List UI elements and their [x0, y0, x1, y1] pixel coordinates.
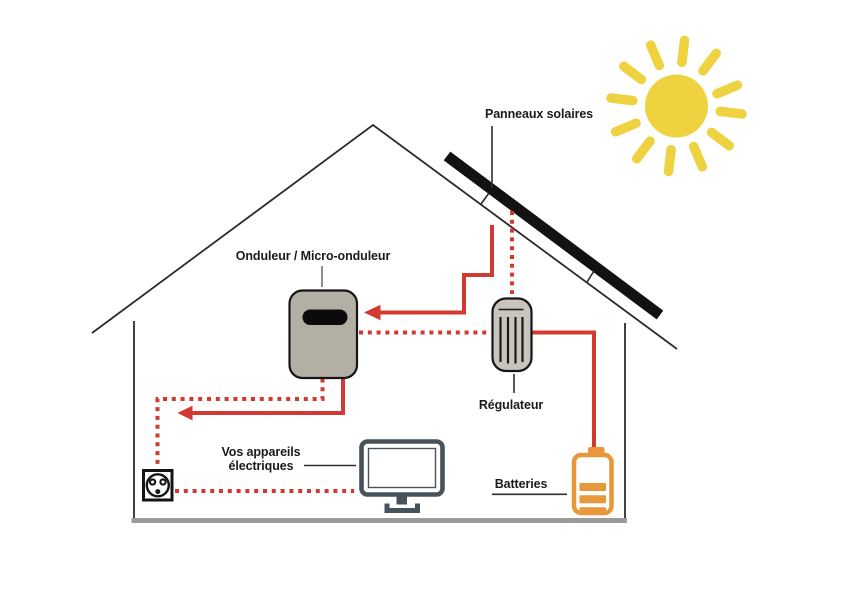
monitor-screen-inner [367, 447, 437, 489]
sun-rays [606, 35, 747, 177]
monitor-stand-neck [396, 494, 407, 505]
arrowhead-house-wiring [177, 405, 193, 421]
outlet-ground-pin [155, 489, 161, 495]
inverter-body [288, 289, 359, 380]
label-batteries: Batteries [494, 477, 548, 491]
battery-charge-bar [579, 495, 606, 504]
battery-icon [571, 447, 614, 516]
regulator-fins [499, 317, 524, 364]
solar-panel-icon [443, 151, 664, 320]
sun-icon [606, 35, 747, 177]
panel-mount-ticks [480, 192, 595, 283]
solar-panel-bar [443, 151, 664, 320]
regulator-icon [491, 297, 533, 373]
monitor-screen-frame [359, 439, 445, 497]
power-outlet-icon [142, 469, 174, 502]
label-appliances-line2: électriques [228, 459, 294, 473]
monitor-stand-base [384, 503, 420, 513]
inverter-icon [288, 289, 359, 380]
label-inverter: Onduleur / Micro-onduleur [235, 249, 391, 263]
label-appliances-line1: Vos appareils [221, 445, 301, 459]
outlet-pin-hole [148, 478, 157, 486]
house-icon [91, 123, 678, 523]
connection-inverter-to-outlet [155, 378, 325, 467]
leader-lines [304, 126, 567, 496]
connection-panel-to-inverter [380, 225, 494, 315]
inverter-display-slot [302, 309, 348, 325]
connection-regulator-to-battery [531, 330, 596, 447]
outlet-pin-hole [159, 478, 167, 486]
connections [155, 211, 596, 493]
monitor-icon [359, 439, 445, 513]
roof-outline [91, 123, 678, 350]
arrowhead-into-inverter [364, 304, 381, 321]
battery-charge-bar [579, 483, 606, 491]
sun-core [645, 74, 708, 138]
label-solar-panels: Panneaux solaires [484, 107, 594, 121]
battery-charge-bar [579, 507, 606, 514]
connection-inverter-to-house-wiring [192, 379, 345, 415]
label-regulator: Régulateur [478, 398, 544, 412]
label-appliances: Vos appareils électriques [221, 445, 300, 473]
